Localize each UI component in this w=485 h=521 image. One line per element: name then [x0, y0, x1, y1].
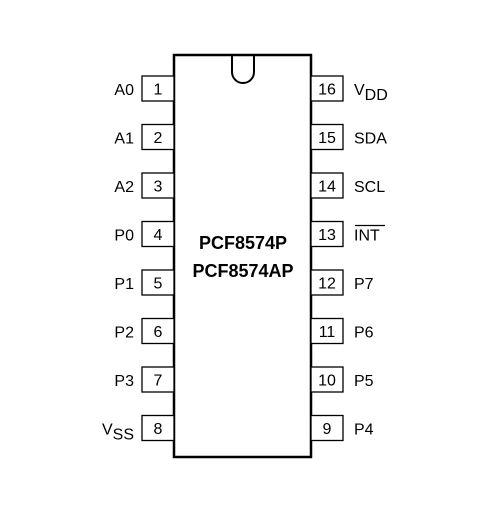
pin-11: 11 P6 [310, 317, 374, 345]
pin-label-main: P6 [354, 325, 374, 342]
pin-number: 4 [154, 227, 163, 244]
pin-box [141, 220, 175, 248]
pin-box [310, 75, 344, 102]
pin-box [310, 317, 344, 345]
pin-label: P4 [354, 422, 374, 439]
pin-label: A1 [114, 131, 134, 148]
pin-label-main: V [354, 82, 365, 99]
pin-label-main: P0 [114, 228, 134, 245]
pin-box [310, 366, 344, 393]
pin-16: 16 VDD [310, 75, 388, 104]
pin-number: 8 [154, 421, 163, 438]
pin-number: 13 [318, 227, 336, 244]
pin-label-main: P3 [114, 373, 134, 390]
pin-6: 6 P2 [114, 317, 175, 345]
pin-box [310, 414, 344, 442]
pin-number: 2 [154, 130, 163, 147]
pin-label-main: P5 [354, 373, 374, 390]
pin-box [141, 366, 175, 393]
pin-box [141, 317, 175, 345]
pin-4: 4 P0 [114, 220, 175, 248]
pin-label-main: P4 [354, 422, 374, 439]
pin-number: 5 [154, 276, 163, 293]
chip-name-line1: PCF8574P [199, 233, 287, 253]
pin-2: 2 A1 [114, 123, 175, 151]
pin-label: P1 [114, 276, 134, 293]
pin-number: 9 [323, 421, 332, 438]
pin-number: 15 [318, 130, 336, 147]
pin-box [141, 123, 175, 151]
pin-label: SCL [354, 179, 385, 196]
pin-label: VSS [102, 422, 134, 444]
pin-13: 13 INT [310, 220, 385, 248]
pin-box [141, 269, 175, 296]
pin-box [141, 414, 175, 442]
pin-3: 3 A2 [114, 172, 175, 199]
pin-label-main: P7 [354, 276, 374, 293]
pin-label: P6 [354, 325, 374, 342]
pin-5: 5 P1 [114, 269, 175, 296]
pin-label: A0 [114, 82, 134, 99]
pin-number: 16 [318, 82, 336, 99]
orientation-notch [231, 56, 255, 84]
pin-label-subscript: DD [365, 87, 388, 104]
chip-name-line2: PCF8574AP [192, 261, 293, 281]
pin-1: 1 A0 [114, 75, 175, 102]
pin-9: 9 P4 [310, 414, 374, 442]
pin-label: P0 [114, 228, 134, 245]
pin-label-main: SDA [354, 131, 387, 148]
pin-7: 7 P3 [114, 366, 175, 393]
pin-12: 12 P7 [310, 269, 374, 296]
pin-number: 7 [154, 373, 163, 390]
pin-8: 8 VSS [102, 414, 175, 444]
pin-10: 10 P5 [310, 366, 374, 393]
pin-box [310, 123, 344, 151]
pin-box [141, 75, 175, 102]
pin-label: P2 [114, 325, 134, 342]
pin-label-main: A2 [114, 179, 134, 196]
pin-box [310, 269, 344, 296]
pin-label-subscript: SS [113, 427, 134, 444]
pin-number: 12 [318, 276, 336, 293]
pin-number: 10 [318, 373, 336, 390]
pin-number: 11 [319, 324, 336, 341]
pin-label: P5 [354, 373, 374, 390]
pin-label: A2 [114, 179, 134, 196]
right-pin-column: 16 VDD 15 SDA 14 SCL 13 INT 12 P7 11 P6 10 P5 9 P4 [310, 75, 388, 442]
pin-number: 14 [318, 179, 336, 196]
pin-label: VDD [354, 82, 388, 104]
chip-body [172, 53, 313, 459]
pin-box [141, 172, 175, 199]
pin-15: 15 SDA [310, 123, 387, 151]
pin-label: INT [354, 228, 380, 245]
pin-label-main: P1 [114, 276, 134, 293]
pin-box [310, 220, 344, 248]
pin-14: 14 SCL [310, 172, 385, 199]
pin-number: 1 [154, 82, 163, 99]
pin-box [310, 172, 344, 199]
pin-label-main: INT [354, 228, 380, 245]
pin-label-main: SCL [354, 179, 385, 196]
pin-number: 6 [154, 324, 163, 341]
pin-label-main: A0 [114, 82, 134, 99]
pin-label: P3 [114, 373, 134, 390]
pin-label-main: A1 [114, 131, 134, 148]
left-pin-column: 1 A0 2 A1 3 A2 4 P0 5 P1 6 P2 7 P3 8 VSS [102, 75, 175, 444]
pin-label: SDA [354, 131, 387, 148]
pin-label-main: P2 [114, 325, 134, 342]
pin-number: 3 [154, 179, 163, 196]
pin-label: P7 [354, 276, 374, 293]
pin-label-main: V [102, 422, 113, 439]
